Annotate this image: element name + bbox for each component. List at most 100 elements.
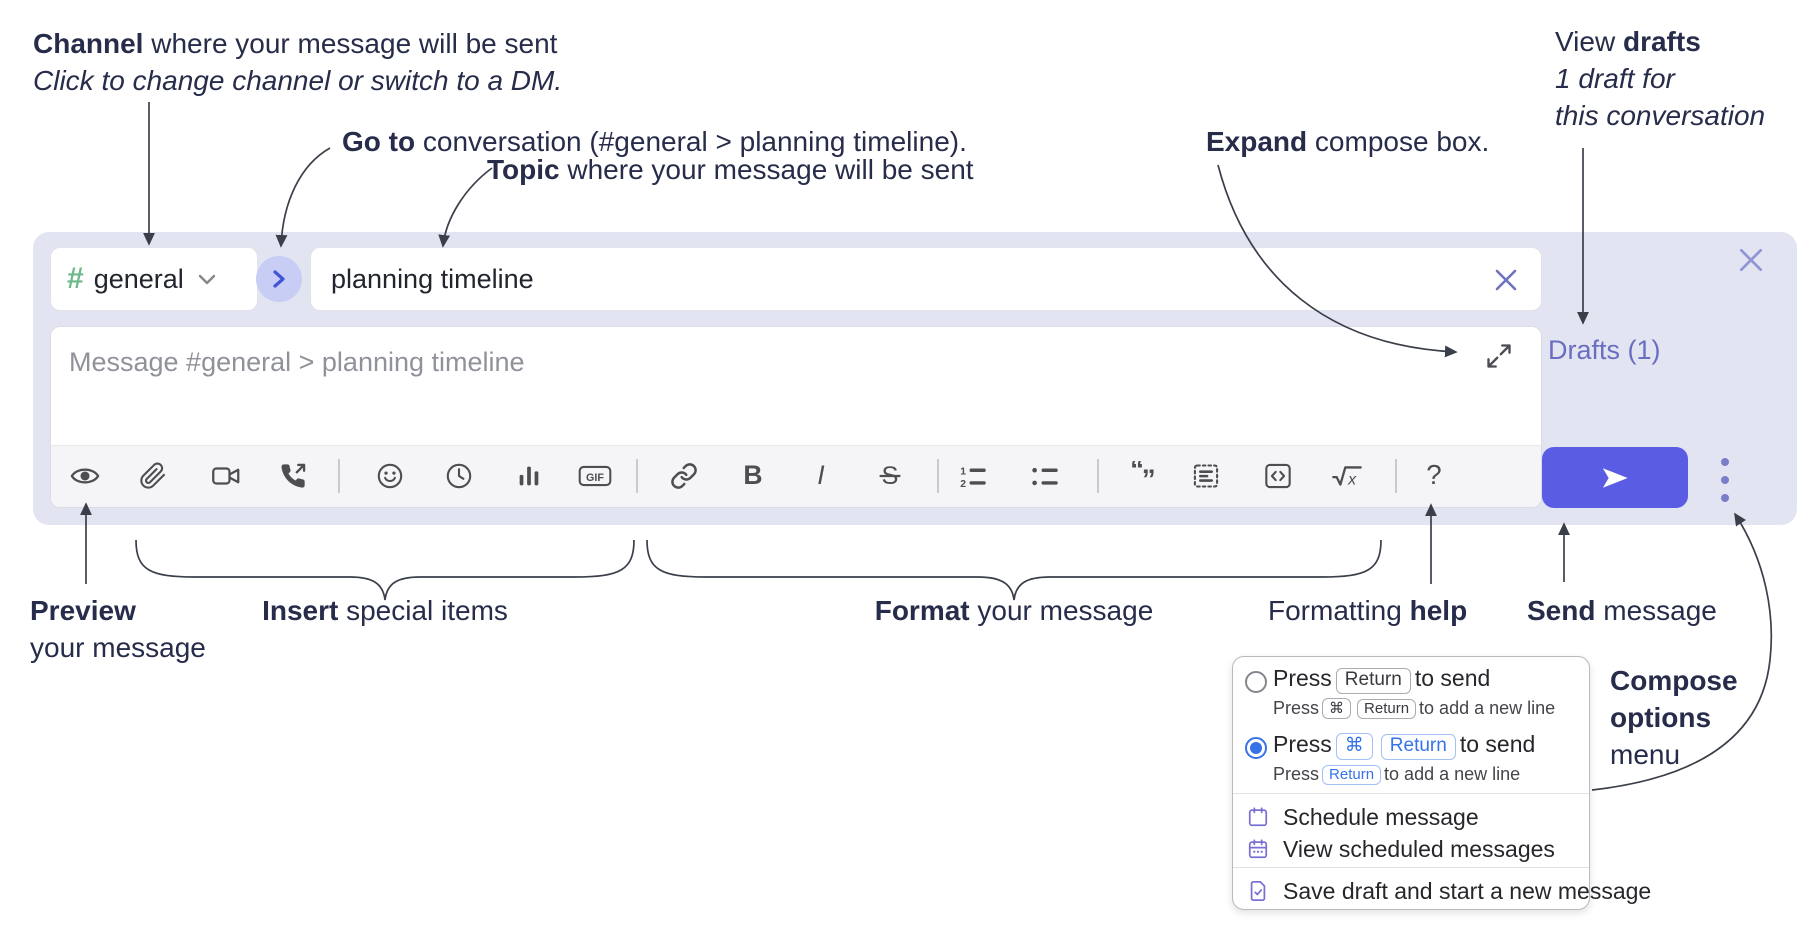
svg-text:I: I (817, 461, 825, 490)
gif-icon: GIF (578, 465, 612, 487)
chevron-down-icon (198, 274, 215, 284)
dot (1721, 494, 1729, 502)
italic-button[interactable]: I (801, 456, 841, 496)
format-annotation: Format your message (874, 595, 1154, 626)
radio-return-to-send[interactable] (1245, 671, 1267, 693)
recent-items-button[interactable] (439, 456, 479, 496)
toolbar-divider (338, 459, 340, 493)
menu-divider (1233, 793, 1589, 794)
paperclip-icon (140, 462, 166, 489)
send-annotation: Send message (1527, 595, 1717, 626)
menu-item-save-draft[interactable]: Save draft and start a new message (1247, 875, 1651, 907)
return-keycap: Return (1335, 668, 1411, 694)
blockquote-button[interactable]: “ ” (1124, 456, 1164, 496)
compose-box: # general planning timeline Message #gen… (33, 232, 1797, 525)
menu-divider (1233, 867, 1589, 868)
cmd-keycap: ⌘ (1322, 698, 1352, 719)
send-button[interactable] (1542, 447, 1688, 508)
link-icon (671, 463, 697, 489)
code-button[interactable] (1258, 456, 1298, 496)
topic-input[interactable]: planning timeline (310, 247, 1542, 311)
toolbar-divider (1395, 459, 1397, 493)
phone-outgoing-icon (281, 463, 306, 488)
toolbar-divider (1097, 459, 1099, 493)
insert-annotation: Insert special items (262, 595, 508, 626)
radio-cmd-return-to-send[interactable] (1245, 737, 1267, 759)
bold-icon: B (743, 461, 762, 490)
channel-selector[interactable]: # general (50, 247, 258, 311)
goto-annotation: Go to conversation (#general > planning … (342, 126, 967, 157)
audio-call-button[interactable] (273, 456, 313, 496)
return-keycap: Return (1380, 734, 1456, 760)
bar-chart-icon (519, 466, 539, 486)
strikethrough-icon: S (879, 462, 901, 490)
clear-topic-button[interactable] (1491, 265, 1521, 295)
formatting-help-annotation: Formatting help (1268, 595, 1468, 626)
channel-annotation: Channel where your message will be sent … (33, 25, 562, 99)
question-mark-icon: ? (1426, 461, 1441, 490)
emoji-icon (377, 463, 403, 489)
close-icon (1739, 248, 1763, 272)
drafts-link[interactable]: Drafts (1) (1548, 335, 1661, 365)
bulleted-list-button[interactable] (1025, 456, 1065, 496)
dot (1721, 458, 1729, 466)
message-placeholder: Message #general > planning timeline (69, 347, 525, 377)
poll-button[interactable] (509, 456, 549, 496)
gif-button[interactable]: GIF (575, 456, 615, 496)
dot (1721, 476, 1729, 484)
close-compose-button[interactable] (1733, 242, 1769, 278)
go-to-conversation-button[interactable] (256, 256, 302, 302)
message-area[interactable]: Message #general > planning timeline (50, 326, 1542, 508)
channel-annotation-line2: Click to change channel or switch to a D… (33, 65, 563, 96)
attach-file-button[interactable] (133, 456, 173, 496)
svg-text:?: ? (1426, 461, 1441, 490)
code-block-button[interactable] (1186, 456, 1226, 496)
topic-annotation: Topic where your message will be sent (487, 154, 974, 185)
video-clip-button[interactable] (206, 456, 246, 496)
svg-text:2: 2 (960, 479, 966, 490)
svg-text:B: B (743, 461, 762, 490)
bold-button[interactable]: B (733, 456, 773, 496)
send-icon (1602, 467, 1628, 488)
numbered-list-icon: 1 2 (960, 466, 986, 490)
channel-annotation-bold: Channel (33, 28, 144, 59)
expand-icon (1487, 344, 1511, 368)
code-block-icon (1193, 464, 1219, 488)
strikethrough-button[interactable]: S (870, 456, 910, 496)
svg-text:GIF: GIF (586, 472, 604, 484)
svg-text:x: x (1347, 472, 1357, 489)
video-camera-icon (212, 467, 240, 485)
expand-compose-button[interactable] (1485, 342, 1513, 370)
compose-options-button[interactable] (1711, 458, 1739, 502)
calendar-list-icon (1248, 839, 1268, 859)
italic-icon: I (817, 461, 825, 490)
formatting-help-button[interactable]: ? (1414, 456, 1454, 496)
ordered-list-button[interactable]: 1 2 (953, 456, 993, 496)
math-button[interactable]: x (1327, 456, 1367, 496)
calendar-icon (1248, 807, 1268, 827)
channel-name: general (93, 263, 184, 294)
chevron-right-icon (273, 270, 285, 288)
cmd-keycap: ⌘ (1335, 733, 1373, 760)
format-bracket (646, 539, 1382, 601)
topic-value: planning timeline (331, 263, 534, 294)
toolbar-divider (937, 459, 939, 493)
compose-options-annotation: Compose options menu (1610, 665, 1738, 770)
link-button[interactable] (664, 456, 704, 496)
return-keycap: Return (1357, 699, 1417, 719)
eye-icon (70, 468, 100, 484)
draft-document-icon (1250, 880, 1266, 902)
return-keycap: Return (1322, 765, 1382, 785)
menu-item-schedule-message[interactable]: Schedule message (1247, 801, 1579, 833)
menu-item-view-scheduled[interactable]: View scheduled messages (1247, 833, 1579, 865)
preview-button[interactable] (65, 456, 105, 496)
clock-icon (446, 463, 472, 489)
emoji-button[interactable] (370, 456, 410, 496)
expand-annotation: Expand compose box. (1206, 126, 1490, 157)
